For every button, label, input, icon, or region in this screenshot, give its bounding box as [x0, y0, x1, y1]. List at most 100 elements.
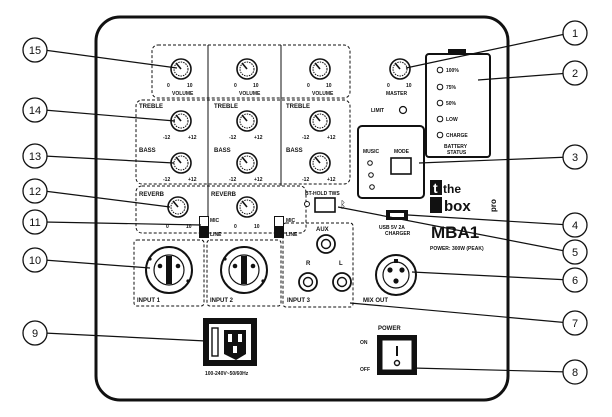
- callout-4: 4: [562, 212, 588, 238]
- knob-max-label: 10: [253, 83, 259, 89]
- mode-button[interactable]: [390, 157, 412, 175]
- input1-box: [133, 239, 205, 307]
- brand-logo: t the box pro: [430, 180, 498, 215]
- knob-min-label: 0: [307, 83, 310, 89]
- knob-min-label: 0: [234, 224, 237, 230]
- svg-text:3: 3: [572, 152, 578, 164]
- treble-label-1: TREBLE: [139, 104, 163, 110]
- volume-knob-3[interactable]: [309, 58, 331, 80]
- limit-led: [398, 105, 408, 115]
- battery-led-charge: [436, 131, 444, 139]
- line-label-1: LINE: [210, 232, 222, 238]
- treble-knob-3[interactable]: [309, 110, 331, 132]
- power-switch[interactable]: [377, 335, 417, 375]
- input2-box: [206, 239, 282, 307]
- mic-label-1: MIC: [210, 218, 220, 224]
- eq-min-label: -12: [229, 135, 236, 141]
- volume-group-box: [151, 44, 351, 99]
- iec-power-inlet[interactable]: [203, 318, 257, 366]
- reverb-knob-1[interactable]: [167, 196, 189, 218]
- eq-min-label: -12: [163, 135, 170, 141]
- svg-text:15: 15: [29, 45, 41, 57]
- svg-text:1: 1: [572, 28, 578, 40]
- treble-label-2: TREBLE: [214, 104, 238, 110]
- knob-max-label: 10: [406, 83, 412, 89]
- callout-7: 7: [562, 310, 588, 336]
- mains-voltage-label: 100-240V~50/60Hz: [205, 371, 249, 377]
- combo-jack-input-2[interactable]: [220, 246, 268, 294]
- svg-text:5: 5: [572, 247, 578, 259]
- callout-14: 14: [22, 97, 48, 123]
- eq-max-label: +12: [254, 135, 263, 141]
- knob-max-label: 10: [326, 83, 332, 89]
- callout-1: 1: [562, 20, 588, 46]
- svg-text:7: 7: [572, 318, 578, 330]
- r-label: R: [306, 261, 311, 267]
- power-title: POWER: [378, 326, 401, 332]
- reverb-group-box: [135, 185, 307, 234]
- xlr-mix-out-jack[interactable]: [375, 254, 417, 296]
- callout-3: 3: [562, 144, 588, 170]
- line-label-2: LINE: [286, 232, 298, 238]
- volume-knob-1[interactable]: [170, 58, 192, 80]
- bass-label-3: BASS: [286, 148, 303, 154]
- leader-lines: [43, 32, 571, 373]
- knob-max-label: 10: [186, 224, 192, 230]
- eq-min-label: -12: [302, 135, 309, 141]
- volume-label-1: VOLUME: [172, 91, 194, 97]
- mic-line-switch-1[interactable]: [199, 216, 209, 238]
- bt-hold-button[interactable]: [314, 197, 336, 213]
- knob-min-label: 0: [387, 83, 390, 89]
- eq-max-label: +12: [327, 177, 336, 183]
- power-on-label: ON: [360, 340, 368, 346]
- svg-text:t: t: [433, 180, 438, 196]
- battery-led-50: [436, 99, 444, 107]
- bluetooth-icon: ᛒ: [340, 200, 346, 211]
- volume-knob-2[interactable]: [236, 58, 258, 80]
- battery-led-100: [436, 66, 444, 74]
- bass-knob-3[interactable]: [309, 152, 331, 174]
- callout-11: 11: [22, 209, 48, 235]
- battery-level-charge: CHARGE: [446, 133, 468, 139]
- eq-min-label: -12: [163, 177, 170, 183]
- mic-line-switch-2[interactable]: [274, 216, 284, 238]
- bass-label-2: BASS: [214, 148, 231, 154]
- bass-label-1: BASS: [139, 148, 156, 154]
- mix-out-label: MIX OUT: [363, 298, 388, 304]
- reverb-label-2: REVERB: [211, 192, 237, 198]
- usb-label-1: USB 5V 2A: [379, 225, 405, 231]
- aux-jack[interactable]: [316, 234, 336, 254]
- treble-label-3: TREBLE: [286, 104, 310, 110]
- eq-max-label: +12: [327, 135, 336, 141]
- callout-5: 5: [562, 239, 588, 265]
- svg-text:13: 13: [29, 151, 41, 163]
- reverb-knob-2[interactable]: [236, 196, 258, 218]
- knob-min-label: 0: [234, 83, 237, 89]
- bt-hold-label: BT-HOLD TWS: [305, 191, 340, 197]
- power-rating: POWER: 300W (PEAK): [430, 246, 484, 252]
- rca-jack-left[interactable]: [332, 272, 352, 292]
- master-knob[interactable]: [389, 58, 411, 80]
- battery-level-100: 100%: [446, 68, 459, 74]
- battery-icon-cap: [448, 49, 466, 54]
- knob-max-label: 10: [254, 224, 260, 230]
- master-label: MASTER: [386, 91, 408, 97]
- callout-9: 9: [22, 320, 48, 346]
- aux-box: [282, 222, 354, 308]
- svg-text:2: 2: [572, 68, 578, 80]
- eq-max-label: +12: [188, 177, 197, 183]
- combo-jack-input-1[interactable]: [145, 246, 193, 294]
- volume-label-3: VOLUME: [312, 91, 334, 97]
- bass-knob-2[interactable]: [236, 152, 258, 174]
- battery-level-50: 50%: [446, 101, 457, 107]
- rca-jack-right[interactable]: [298, 272, 318, 292]
- knob-min-label: 0: [167, 83, 170, 89]
- treble-knob-2[interactable]: [236, 110, 258, 132]
- svg-text:pro: pro: [489, 199, 498, 212]
- eq-max-label: +12: [254, 177, 263, 183]
- callout-8: 8: [562, 359, 588, 385]
- input2-label: INPUT 2: [210, 298, 234, 304]
- svg-text:12: 12: [29, 186, 41, 198]
- music-led-3: [369, 184, 375, 190]
